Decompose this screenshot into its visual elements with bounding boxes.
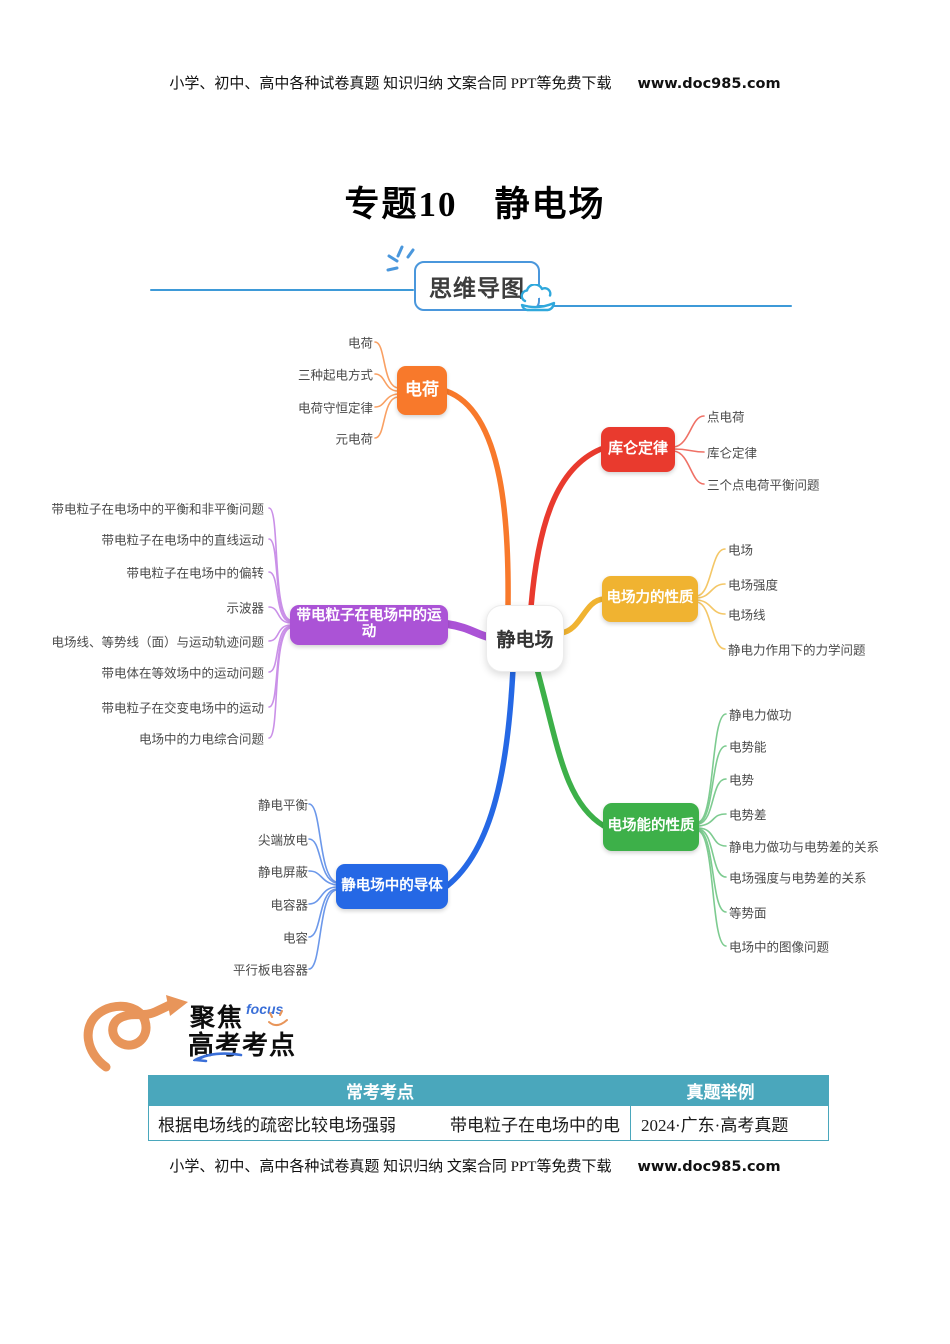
sparkle-icon <box>386 245 415 272</box>
page-title: 专题10 静电场 <box>344 185 606 224</box>
mindmap-leaf: 电场中的图像问题 <box>729 940 830 955</box>
mindmap-center-node: 静电场 <box>486 605 564 672</box>
mindmap-leaf: 三种起电方式 <box>297 368 373 383</box>
footer-site-link[interactable]: www.doc985.com <box>637 1159 781 1175</box>
mindmap-leaf: 电容器 <box>270 898 308 913</box>
mindmap-leaf: 尖端放电 <box>257 833 308 848</box>
mindmap-leaf: 静电力作用下的力学问题 <box>728 643 866 658</box>
mindmap-leaf: 等势面 <box>729 906 767 921</box>
mindmap-leaf: 静电力做功 <box>729 708 792 723</box>
mindmap-section-badge: 思维导图 <box>414 261 540 311</box>
mindmap-leaf: 带电粒子在电场中的偏转 <box>126 566 264 581</box>
curly-arrow-icon <box>83 995 188 1072</box>
mindmap-leaf: 静电屏蔽 <box>257 865 308 880</box>
table-header-row: 常考考点 真题举例 <box>148 1075 829 1106</box>
mindmap-leaf: 电势差 <box>729 808 767 823</box>
mindmap-leaf: 平行板电容器 <box>232 963 308 978</box>
mindmap-leaf: 点电荷 <box>707 410 745 425</box>
table-cell-points: 根据电场线的疏密比较电场强弱 带电粒子在电场中的电 <box>149 1106 631 1140</box>
mindmap-leaf: 静电力做功与电势差的关系 <box>729 840 880 855</box>
page-header: 小学、初中、高中各种试卷真题 知识归纳 文案合同 PPT等免费下载 www.doc… <box>0 72 950 93</box>
header-text: 小学、初中、高中各种试卷真题 知识归纳 文案合同 PPT等免费下载 <box>169 76 612 92</box>
smiley-icon <box>268 1010 288 1026</box>
header-site-link[interactable]: www.doc985.com <box>637 76 781 92</box>
mindmap-leaf: 带电粒子在交变电场中的运动 <box>101 701 264 716</box>
footer-text: 小学、初中、高中各种试卷真题 知识归纳 文案合同 PPT等免费下载 <box>169 1159 612 1175</box>
mindmap-leaf: 电场线 <box>728 608 766 623</box>
mindmap-leaf: 元电荷 <box>335 432 373 447</box>
mindmap-leaf: 电场线、等势线（面）与运动轨迹问题 <box>51 635 264 650</box>
underline-swoosh-icon <box>193 1052 243 1063</box>
mindmap-leaf: 带电体在等效场中的运动问题 <box>101 666 264 681</box>
mindmap-leaf: 带电粒子在电场中的直线运动 <box>101 533 264 548</box>
point-text: 根据电场线的疏密比较电场强弱 <box>158 1115 396 1135</box>
focus-logo-tag: focus <box>246 1001 284 1017</box>
mindmap-leaf: 示波器 <box>226 601 264 616</box>
mindmap-leaf: 电荷 <box>347 336 373 351</box>
mindmap-leaf: 电荷守恒定律 <box>297 401 373 416</box>
mindmap-node-coulomb-law: 库仑定律 <box>601 427 675 472</box>
point-text: 带电粒子在电场中的电 <box>450 1115 620 1135</box>
mindmap-node-charge: 电荷 <box>397 366 447 415</box>
page-footer: 小学、初中、高中各种试卷真题 知识归纳 文案合同 PPT等免费下载 www.doc… <box>0 1155 950 1176</box>
divider-line-left <box>150 289 414 291</box>
mindmap-node-conductor: 静电场中的导体 <box>336 864 448 909</box>
mindmap-node-field-force: 电场力的性质 <box>602 576 698 622</box>
table-cell-example: 2024·广东·高考真题 <box>641 1115 789 1135</box>
table-header-common-points: 常考考点 <box>346 1083 414 1102</box>
mindmap-leaf: 电容 <box>282 931 308 946</box>
table-header-examples: 真题举例 <box>686 1083 755 1102</box>
mindmap-node-field-energy: 电场能的性质 <box>603 803 699 851</box>
mindmap-leaf: 静电平衡 <box>257 798 308 813</box>
mindmap-node-particle-motion: 带电粒子在电场中的运动 <box>290 605 448 645</box>
mindmap-leaf: 电势能 <box>729 740 767 755</box>
mindmap-leaf: 三个点电荷平衡问题 <box>707 478 820 493</box>
mindmap-leaf: 电场中的力电综合问题 <box>138 732 264 747</box>
focus-logo-line1: 聚焦 <box>190 1004 245 1032</box>
mindmap-leaf: 带电粒子在电场中的平衡和非平衡问题 <box>51 502 264 517</box>
mindmap-leaf: 电势 <box>729 773 755 788</box>
mindmap-leaf: 库仑定律 <box>707 446 758 461</box>
mindmap-leaf: 电场强度与电势差的关系 <box>729 871 867 886</box>
exam-points-table: 常考考点 真题举例 根据电场线的疏密比较电场强弱 带电粒子在电场中的电 2024… <box>148 1075 829 1141</box>
mindmap-leaf: 电场 <box>728 543 754 558</box>
divider-line-right <box>536 305 792 307</box>
mindmap-leaf: 电场强度 <box>728 578 779 593</box>
table-row: 根据电场线的疏密比较电场强弱 带电粒子在电场中的电 2024·广东·高考真题 <box>148 1106 829 1141</box>
mindmap-section-label: 思维导图 <box>429 275 525 301</box>
cloud-icon <box>520 284 556 312</box>
